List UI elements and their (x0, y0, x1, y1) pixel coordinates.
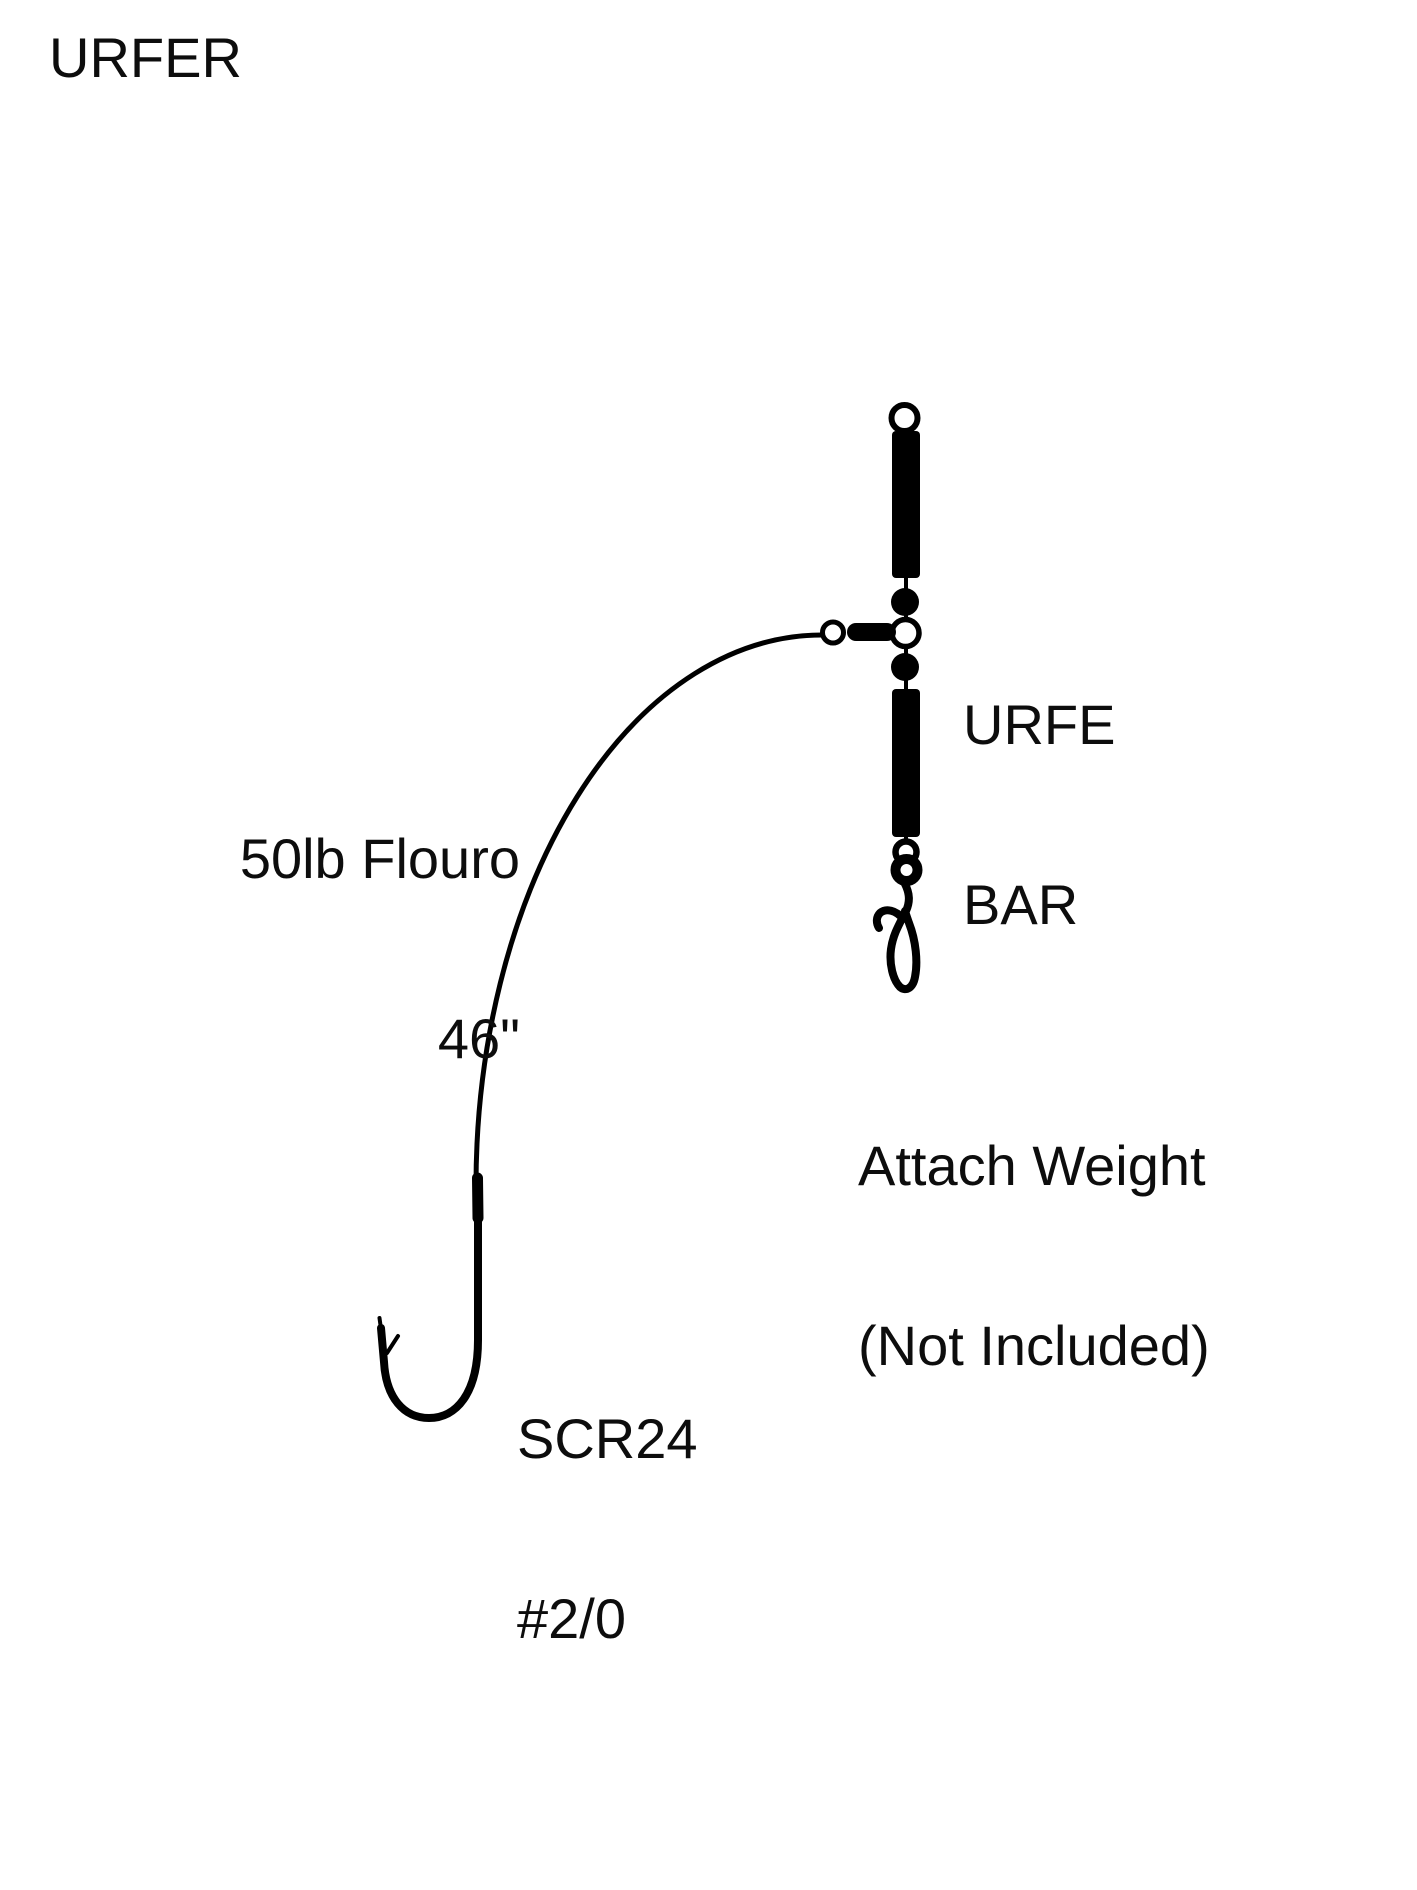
hook-label-line1: SCR24 (517, 1407, 698, 1470)
weight-label-line1: Attach Weight (858, 1134, 1206, 1197)
page-title: URFER (49, 26, 242, 89)
hook-shank-and-bend (377, 1178, 482, 1422)
leader-arm-ring (820, 619, 846, 646)
bar-label-line1: URFE (963, 693, 1116, 756)
upper-bead (891, 588, 919, 616)
leader-label-line1: 50lb Flouro (239, 827, 520, 890)
leader-label: 50lb Flouro 46" (240, 709, 520, 1189)
bottom-swivel-ring-lower (890, 854, 923, 886)
weight-snap-clip-arm (872, 906, 907, 932)
urfe-bar-lower-segment (892, 689, 920, 837)
hook-label: SCR24 #2/0 (517, 1289, 698, 1769)
lower-bead (891, 653, 919, 681)
leader-label-line2: 46" (437, 1007, 520, 1070)
bar-label-line2: BAR (963, 873, 1079, 936)
weight-snap-clip-loop (886, 880, 921, 994)
line-tie-ring (888, 402, 921, 434)
leader-line (473, 632, 823, 1187)
three-way-swivel-eye (889, 616, 922, 650)
weight-label-line2: (Not Included) (858, 1314, 1210, 1377)
hook-barb (385, 1334, 400, 1355)
weight-label: Attach Weight (Not Included) (858, 1016, 1210, 1496)
hook-label-line2: #2/0 (517, 1587, 626, 1650)
bar-label: URFE BAR (963, 575, 1115, 1055)
urfe-bar-upper-segment (892, 431, 920, 578)
swivel-side-arm (847, 623, 896, 641)
hook-point (377, 1316, 385, 1342)
